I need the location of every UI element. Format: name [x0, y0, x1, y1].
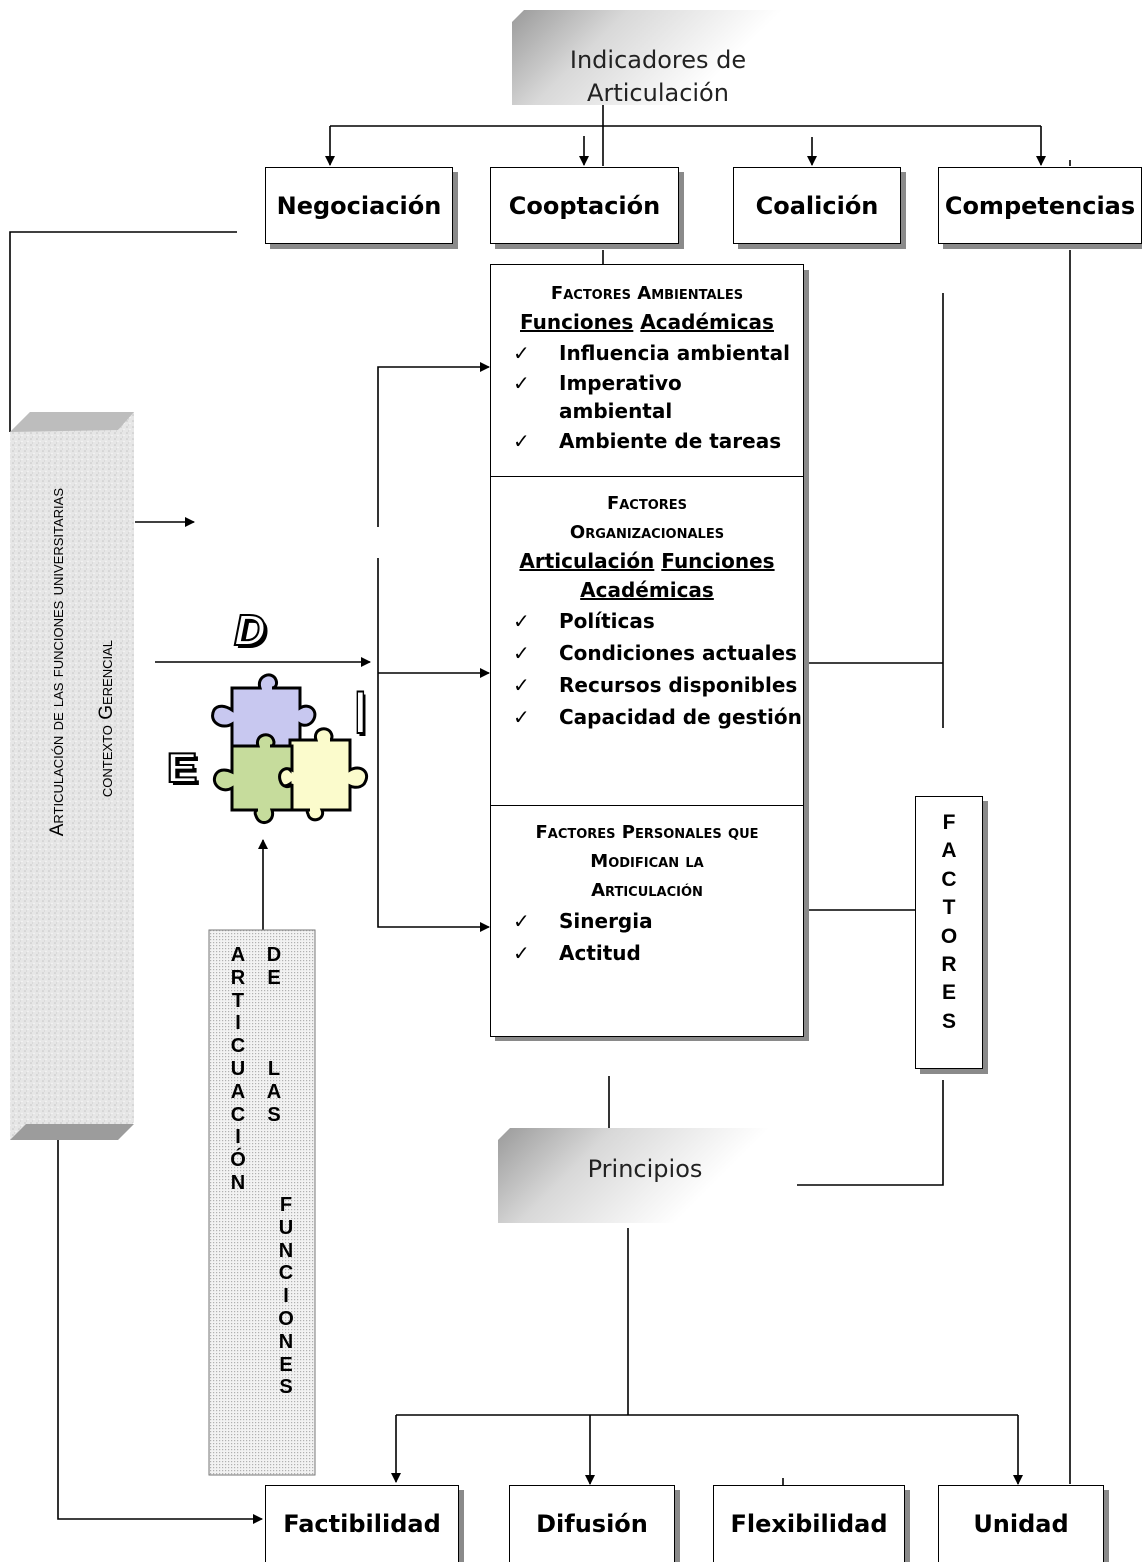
- ambientales-item-2: Influencia ambiental✓Imperativo: [491, 369, 803, 397]
- indicator-coalicion-label: Coalición: [755, 191, 879, 220]
- ambientales-subheading: Funciones Académicas: [491, 308, 803, 337]
- principios-box: Principios: [498, 1128, 792, 1223]
- check-icon: ✓: [513, 429, 530, 453]
- item-text: Ambiente de tareas: [559, 429, 782, 453]
- item-text: ambiental: [559, 399, 673, 423]
- puzzle-letter-e: E: [165, 743, 198, 792]
- indicator-cooptacion-box: Cooptación: [490, 167, 679, 244]
- org-sub-1: Articulación: [519, 549, 655, 573]
- check-icon: ✓: [513, 941, 530, 965]
- indicator-cooptacion-label: Cooptación: [508, 191, 661, 220]
- ambientales-sub-2: Académicas: [640, 310, 774, 334]
- item-text: Recursos disponibles: [559, 673, 798, 697]
- org-sub-3: Académicas: [580, 578, 714, 602]
- top-title-box: Indicadores de Articulación: [512, 10, 804, 105]
- personales-item-2: ✓ Actitud: [491, 937, 803, 969]
- organizacionales-item-2: ✓ Condiciones actuales: [491, 637, 803, 669]
- factores-to-principios-line: [797, 1080, 944, 1186]
- personales-item-1: ✓ Sinergia: [491, 905, 803, 937]
- principios-label: Principios: [587, 1155, 703, 1183]
- organizacionales-subheading: Articulación Funciones: [491, 547, 803, 576]
- factores-vertical-label: FACTORES: [940, 811, 958, 1033]
- factores-ambientales-box: Factores Ambientales Funciones Académica…: [490, 264, 804, 478]
- ambientales-sub-1: Funciones: [520, 310, 634, 334]
- panel-to-factibilidad-arrow: [57, 1140, 263, 1524]
- organizacionales-item-4: ✓ Capacidad de gestión: [491, 701, 803, 733]
- personales-heading-1: Factores Personales que: [535, 822, 759, 843]
- item-text: Actitud: [559, 941, 641, 965]
- personales-heading-2: Modifican la: [590, 851, 704, 872]
- item-text: Condiciones actuales: [559, 641, 797, 665]
- organizacionales-item-3: ✓ Recursos disponibles: [491, 669, 803, 701]
- articulacion-column-funciones: FUNCIONES: [278, 1194, 294, 1399]
- principle-factibilidad-box: Factibilidad: [265, 1485, 459, 1562]
- side-panel-subtitle: contexto Gerencial: [96, 640, 117, 798]
- org-sub-2: Funciones: [661, 549, 775, 573]
- puzzle-icon: [211, 673, 369, 825]
- ambientales-item-2-cont: ambiental: [491, 397, 803, 425]
- top-title-line-1: Indicadores de: [569, 46, 747, 74]
- factores-organizacionales-box: Factores Organizacionales Articulación F…: [490, 476, 804, 807]
- indicator-negociacion-label: Negociación: [276, 191, 442, 220]
- check-icon: ✓: [513, 341, 530, 365]
- check-icon: ✓: [513, 673, 530, 697]
- check-icon: ✓: [513, 705, 530, 729]
- indicator-negociacion-box: Negociación: [265, 167, 453, 244]
- ambientales-item-1: ✓ Influencia ambiental: [491, 337, 803, 369]
- principle-difusion-label: Difusión: [536, 1510, 648, 1538]
- ambientales-heading: Factores Ambientales: [550, 283, 744, 304]
- check-icon: ✓: [513, 371, 530, 395]
- organizacionales-heading-2: Organizacionales: [569, 522, 725, 543]
- arrow-to-ambientales: [377, 362, 490, 527]
- principle-factibilidad-label: Factibilidad: [283, 1510, 441, 1538]
- personales-heading-3: Articulación: [591, 880, 703, 901]
- check-icon: ✓: [513, 909, 530, 933]
- item-text: Capacidad de gestión: [559, 705, 802, 729]
- check-icon: ✓: [513, 609, 530, 633]
- item-text: Influencia ambiental: [559, 341, 790, 365]
- articulacion-panel: [208, 929, 316, 1476]
- principle-flexibilidad-label: Flexibilidad: [730, 1510, 888, 1538]
- organizacionales-subheading-2: Académicas: [491, 576, 803, 605]
- organizacionales-heading-1: Factores: [606, 493, 688, 514]
- item-text: Sinergia: [559, 909, 653, 933]
- item-text: Políticas: [559, 609, 655, 633]
- puzzle-piece-green: [213, 733, 294, 825]
- principle-unidad-box: Unidad: [938, 1485, 1104, 1562]
- side-panel-shape: [10, 412, 134, 1140]
- item-text: Imperativo: [559, 371, 682, 395]
- side-panel-title: Articulación de las funciones universita…: [47, 488, 68, 837]
- indicator-competencias-box: Competencias: [938, 167, 1142, 244]
- organizacionales-item-1: ✓ Políticas: [491, 605, 803, 637]
- arrow-to-personales: [377, 558, 490, 932]
- factores-personales-box: Factores Personales que Modifican la Art…: [490, 805, 804, 1037]
- factores-vertical-box: FACTORES: [915, 796, 983, 1069]
- check-icon: ✓: [513, 641, 530, 665]
- articulacion-column-1: ARTICUACIÓN: [230, 944, 246, 1194]
- ambientales-item-3: ✓ Ambiente de tareas: [491, 425, 803, 457]
- left-bracket-line: [9, 231, 237, 432]
- puzzle-letter-d: D: [233, 605, 267, 656]
- puzzle-letter-i: I: [354, 678, 367, 747]
- principle-flexibilidad-box: Flexibilidad: [713, 1485, 905, 1562]
- indicator-coalicion-box: Coalición: [733, 167, 901, 244]
- articulacion-column-de: DE: [266, 944, 282, 989]
- principle-difusion-box: Difusión: [509, 1485, 675, 1562]
- principle-unidad-label: Unidad: [973, 1510, 1069, 1538]
- indicator-competencias-label: Competencias: [944, 191, 1136, 220]
- articulacion-column-las: LAS: [266, 1058, 282, 1126]
- top-title-line-2: Articulación: [587, 79, 729, 107]
